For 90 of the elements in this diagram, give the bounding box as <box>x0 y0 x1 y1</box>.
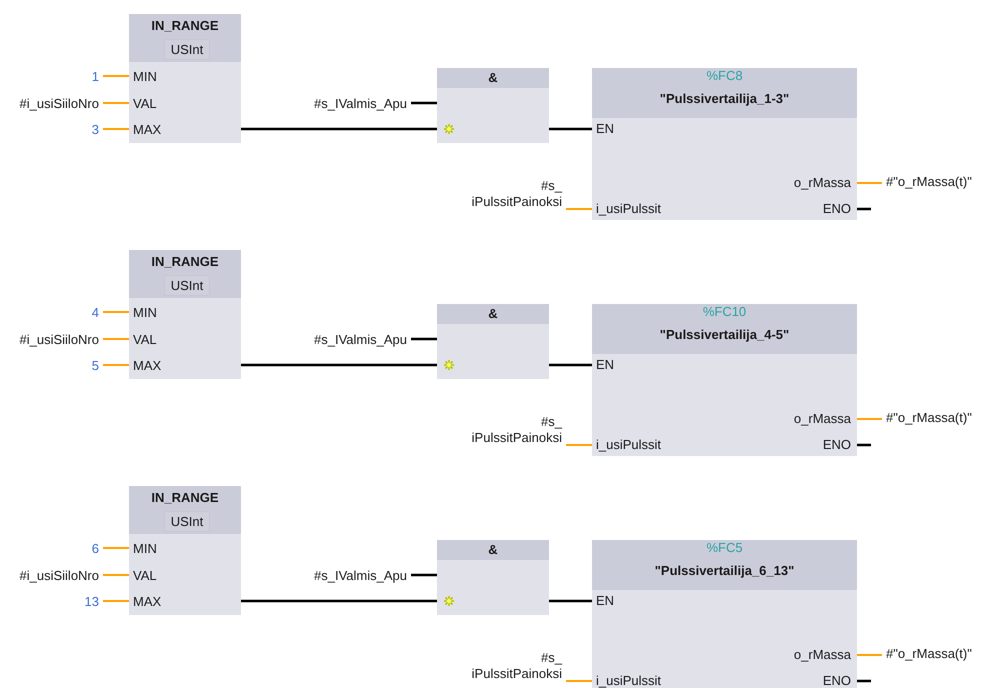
pin-label: ENO <box>822 201 851 217</box>
operand-label: #"o_rMassa(t)" <box>886 174 972 190</box>
operand-label: #s_ iPulssitPainoksi <box>470 414 562 446</box>
pin-label: EN <box>596 357 614 373</box>
pin-label: EN <box>596 121 614 137</box>
pin-label: VAL <box>133 96 157 112</box>
data-type-label: USInt <box>164 39 210 60</box>
pin-label: MIN <box>133 305 157 321</box>
connection-line <box>103 600 129 602</box>
connection-line <box>241 600 437 602</box>
connection-line <box>103 311 129 313</box>
operand-label: #s_ iPulssitPainoksi <box>470 650 562 682</box>
connection-line <box>566 680 592 682</box>
pin-label: i_usiPulssit <box>596 437 662 453</box>
connection-line <box>241 364 437 366</box>
block-address: %FC10 <box>702 304 746 320</box>
and-gate-block <box>437 304 549 379</box>
constant-value: 3 <box>92 122 99 138</box>
constant-value: 6 <box>92 540 99 556</box>
connection-line <box>566 208 592 210</box>
constant-value: 13 <box>84 594 99 610</box>
pin-label: ENO <box>822 673 851 688</box>
operand-label: #s_IValmis_Apu <box>314 332 407 348</box>
block-title: IN_RANGE <box>151 18 219 34</box>
operand-label: #i_usiSiiloNro <box>20 332 99 348</box>
function-call-block <box>592 68 857 220</box>
connection-line <box>857 680 871 682</box>
and-gate-block <box>437 540 549 615</box>
constant-value: 4 <box>92 304 99 320</box>
connection-line <box>411 102 437 104</box>
pin-label: o_rMassa <box>794 411 851 427</box>
function-call-block <box>592 540 857 688</box>
function-block <box>129 250 241 379</box>
pin-label: MIN <box>133 541 157 557</box>
pin-label: MAX <box>133 594 162 610</box>
pin-label: o_rMassa <box>794 647 851 663</box>
pin-label: MAX <box>133 122 162 138</box>
connection-line <box>857 444 871 446</box>
and-gate-block <box>437 68 549 143</box>
connection-line <box>857 654 882 656</box>
connection-line <box>566 444 592 446</box>
connection-line <box>103 364 129 366</box>
connection-line <box>103 574 129 576</box>
pin-label: EN <box>596 593 614 609</box>
block-address: %FC5 <box>706 540 743 556</box>
connection-line <box>549 128 592 130</box>
connection-line <box>411 338 437 340</box>
block-title: & <box>488 70 498 86</box>
block-title: IN_RANGE <box>151 490 219 506</box>
block-title: & <box>488 542 498 558</box>
block-title: "Pulssivertailija_6_13" <box>654 563 794 579</box>
pin-label: VAL <box>133 568 157 584</box>
connection-line <box>411 574 437 576</box>
connection-line <box>103 128 129 130</box>
pin-label: MAX <box>133 358 162 374</box>
block-title: IN_RANGE <box>151 254 219 270</box>
operand-label: #s_ iPulssitPainoksi <box>470 178 562 210</box>
connection-line <box>241 128 437 130</box>
connection-line <box>857 208 871 210</box>
connection-line <box>103 338 129 340</box>
operand-label: #"o_rMassa(t)" <box>886 646 972 662</box>
block-title: "Pulssivertailija_4-5" <box>660 327 790 343</box>
block-title: "Pulssivertailija_1-3" <box>660 91 790 107</box>
pin-label: i_usiPulssit <box>596 673 662 688</box>
connection-line <box>549 600 592 602</box>
function-call-block <box>592 304 857 456</box>
connection-line <box>103 75 129 77</box>
block-title: & <box>488 306 498 322</box>
connection-line <box>857 418 882 420</box>
pin-label: o_rMassa <box>794 175 851 191</box>
connection-line <box>103 102 129 104</box>
constant-value: 5 <box>92 358 99 374</box>
connection-line <box>549 364 592 366</box>
operand-label: #s_IValmis_Apu <box>314 96 407 112</box>
operand-label: #s_IValmis_Apu <box>314 568 407 584</box>
pin-label: i_usiPulssit <box>596 201 662 217</box>
pin-label: MIN <box>133 69 157 85</box>
operand-label: #i_usiSiiloNro <box>20 568 99 584</box>
operand-label: #"o_rMassa(t)" <box>886 410 972 426</box>
function-block <box>129 14 241 143</box>
connection-line <box>857 182 882 184</box>
function-block <box>129 486 241 615</box>
operand-label: #i_usiSiiloNro <box>20 96 99 112</box>
pin-label: VAL <box>133 332 157 348</box>
connection-line <box>103 547 129 549</box>
pin-label: ENO <box>822 437 851 453</box>
data-type-label: USInt <box>164 275 210 296</box>
constant-value: 1 <box>92 68 99 84</box>
data-type-label: USInt <box>164 511 210 532</box>
block-address: %FC8 <box>706 68 743 84</box>
